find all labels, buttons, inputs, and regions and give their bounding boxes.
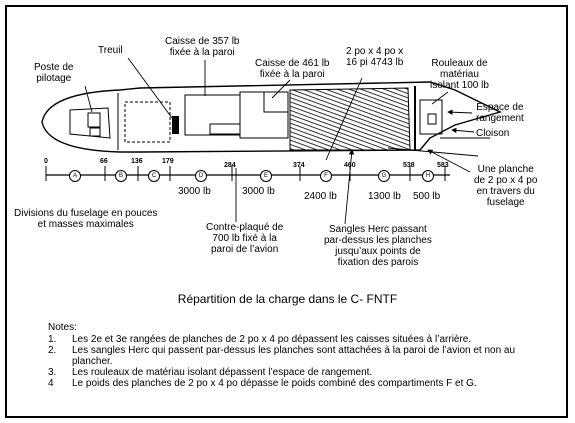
leader-planks <box>325 77 363 161</box>
compartment-d: D <box>195 170 207 182</box>
leader-rouleaux <box>431 91 449 105</box>
plank-load <box>289 87 411 151</box>
winch <box>172 116 179 134</box>
figure-caption: Répartition de la charge dans le C- FNTF <box>177 292 398 306</box>
crate-357 <box>184 94 241 136</box>
compartment-e: E <box>260 170 272 182</box>
leader-poste <box>84 85 93 113</box>
figure-frame <box>5 5 568 418</box>
leader-espace <box>447 109 473 115</box>
weight-h: 500 lb <box>413 191 441 202</box>
compartment-h: H <box>422 170 434 182</box>
station-66: 66 <box>100 158 108 165</box>
note-item: 2. Les sangles Herc qui passent par-dess… <box>48 345 516 367</box>
station-136: 136 <box>131 158 143 165</box>
station-0: 0 <box>44 158 48 165</box>
station-179: 179 <box>162 158 174 165</box>
leader-cloison <box>451 127 475 134</box>
label-cloison: Cloison <box>476 128 510 139</box>
station-538: 538 <box>403 162 415 169</box>
leader-caisse461 <box>271 79 291 99</box>
note-item: 1. Les 2e et 3e rangées de planches de 2… <box>48 334 472 345</box>
leader-sangles <box>344 149 355 225</box>
note-item: 4 Le poids des planches de 2 po x 4 po d… <box>48 378 477 389</box>
leader-treuil <box>127 57 173 119</box>
notes-section: Notes: 1. Les 2e et 3e rangées de planch… <box>48 322 532 389</box>
weight-g: 1300 lb <box>368 191 401 202</box>
station-460: 460 <box>344 162 356 169</box>
compartment-b: B <box>115 170 127 182</box>
compartment-f: F <box>320 170 332 182</box>
compartment-g: G <box>378 170 390 182</box>
weight-e: 3000 lb <box>242 186 275 197</box>
weight-d: 3000 lb <box>178 186 211 197</box>
compartment-a: A <box>69 170 81 182</box>
weight-f: 2400 lb <box>304 191 337 202</box>
note-item: 3. Les rouleaux de matériau isolant dépa… <box>48 367 373 378</box>
label-treuil: Treuil <box>98 45 123 56</box>
compartment-c: C <box>148 170 160 182</box>
station-284: 284 <box>224 162 236 169</box>
station-374: 374 <box>293 162 305 169</box>
pilot-seat <box>87 112 101 128</box>
notes-title: Notes: <box>48 322 77 333</box>
leader-planche <box>427 149 471 173</box>
cockpit-nose <box>69 107 111 139</box>
station-583: 583 <box>437 162 449 169</box>
